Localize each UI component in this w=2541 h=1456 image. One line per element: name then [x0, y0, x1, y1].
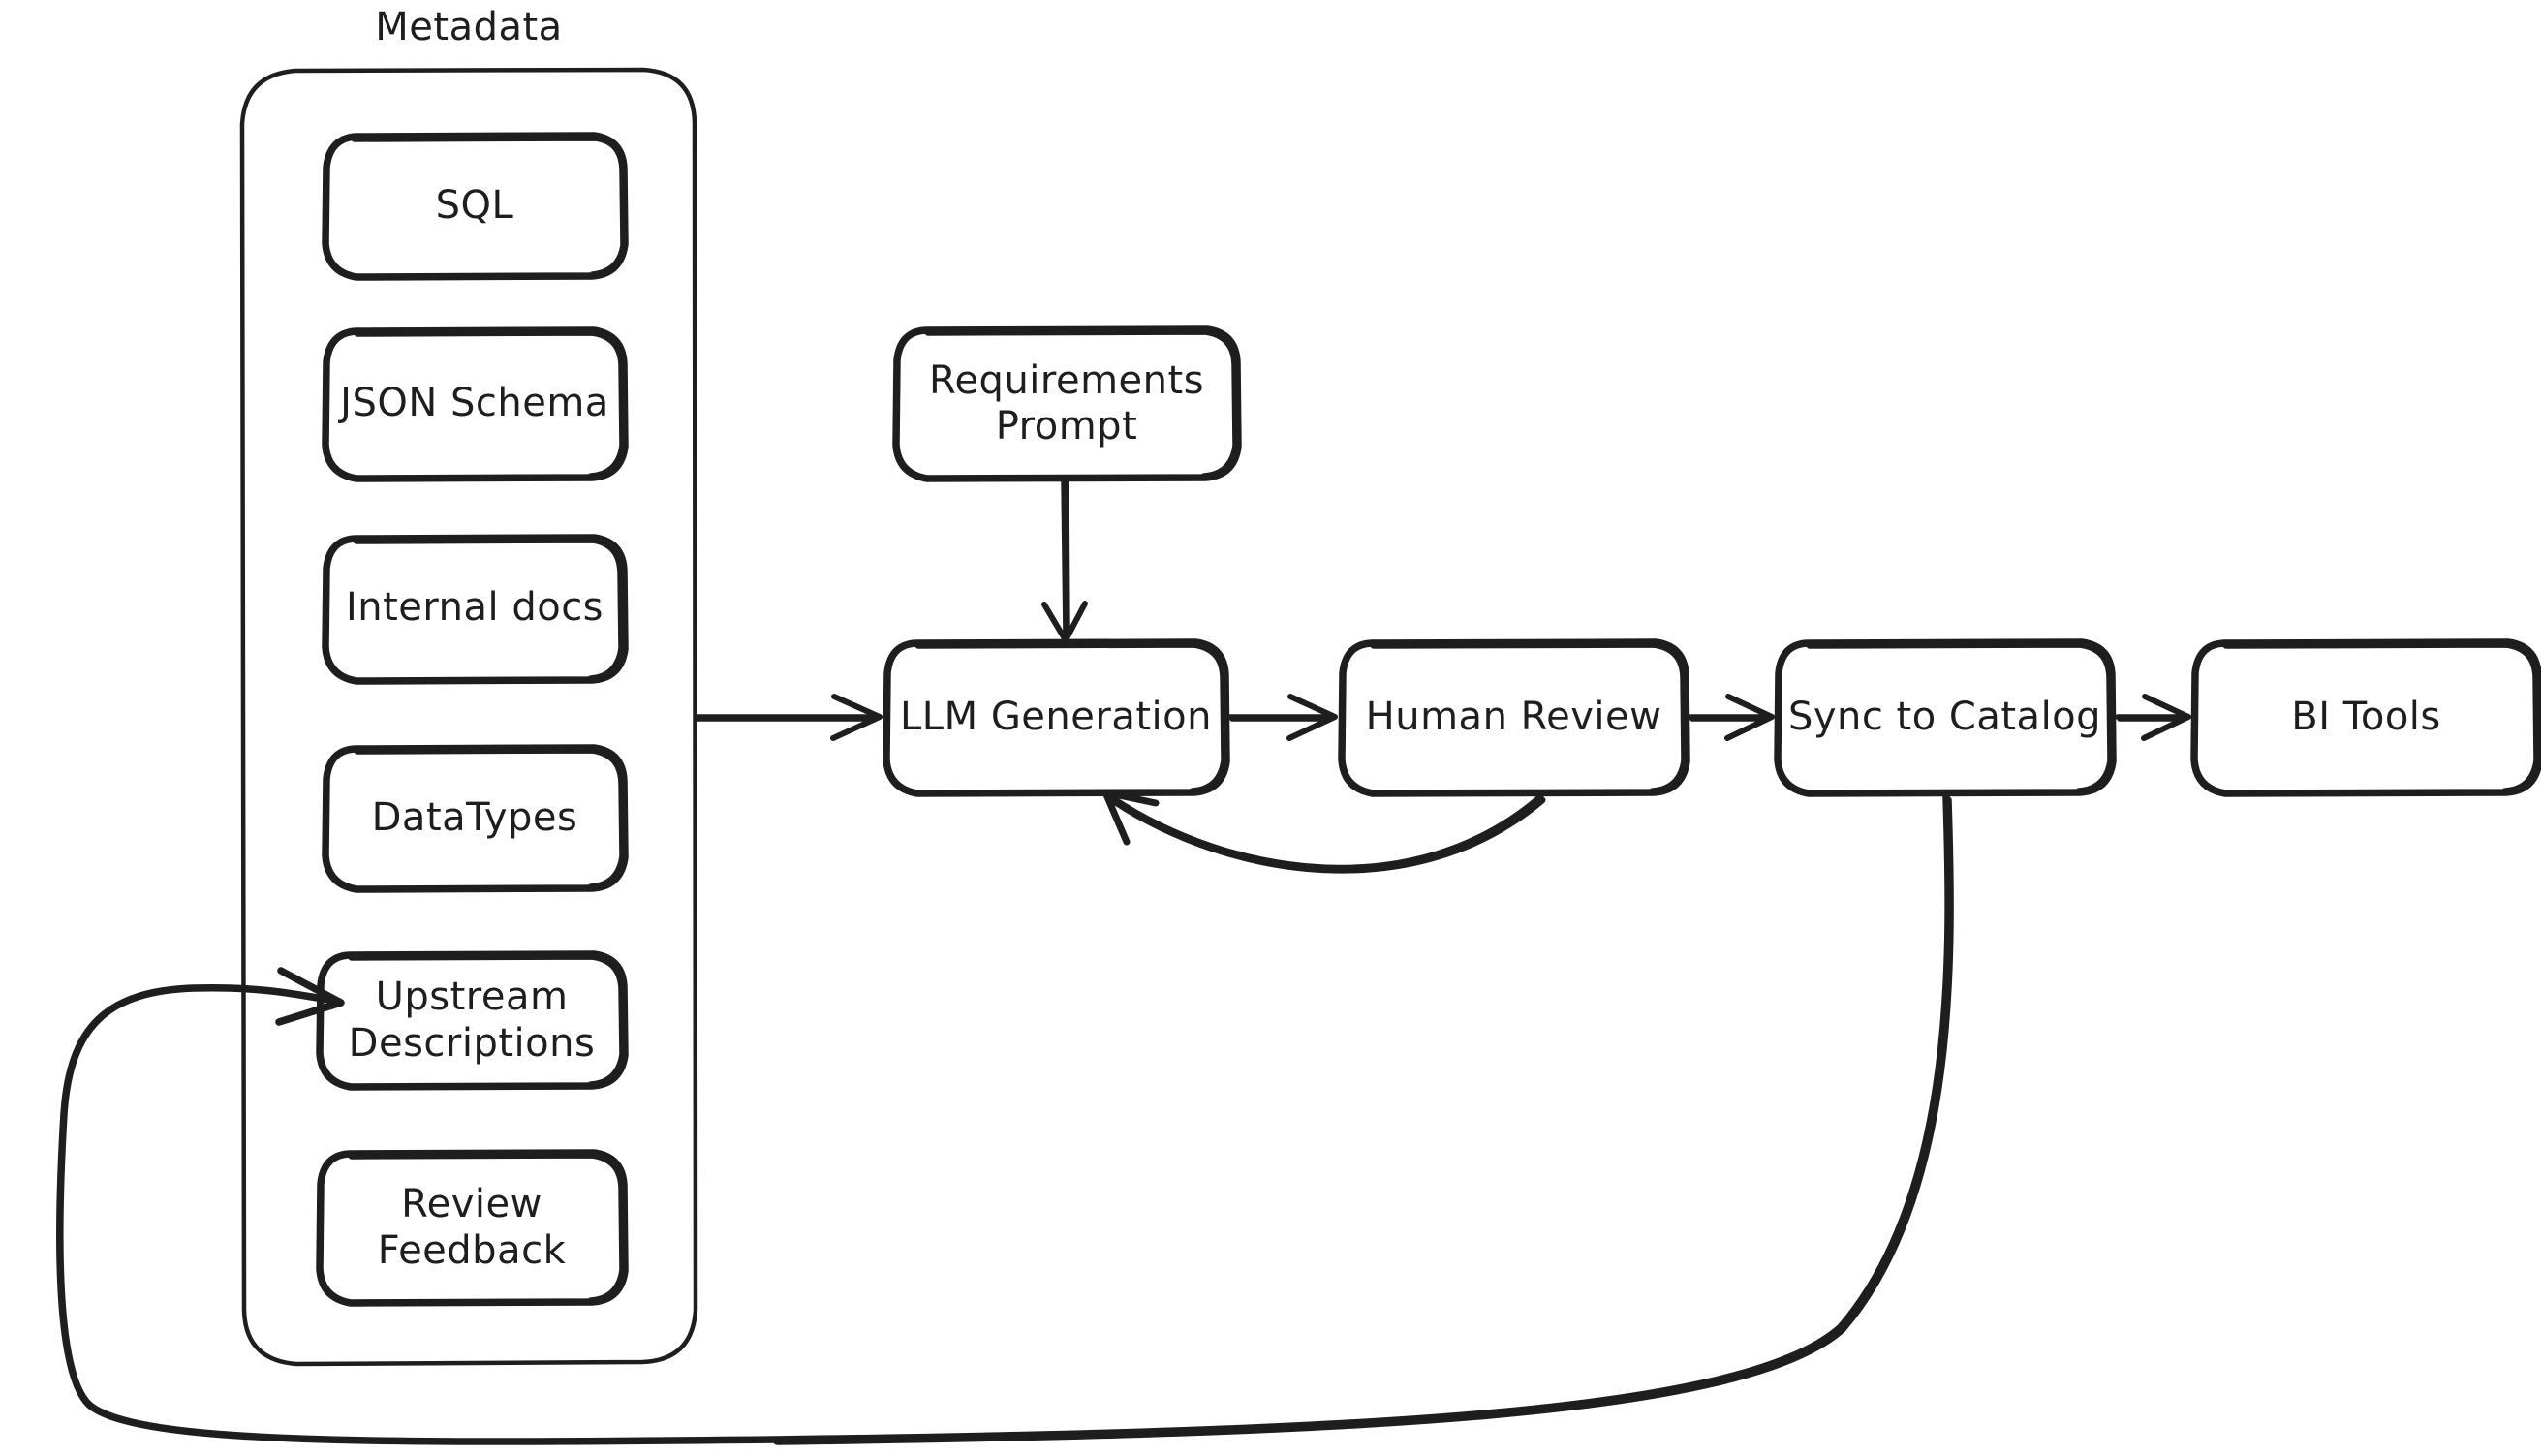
flow-node-llm-generation-shape[interactable] [886, 642, 1225, 792]
connector-requirements-to-llm [1041, 479, 1088, 643]
metadata-item-sql-shape[interactable] [325, 136, 624, 277]
connector-sync-to-bi [2115, 694, 2191, 741]
flow-node-outlines [883, 325, 2541, 797]
metadata-item-json-schema-shape[interactable] [325, 330, 624, 478]
metadata-item-outlines [316, 132, 629, 1307]
connector-llm-to-review [1227, 694, 1338, 741]
metadata-group-outline [239, 67, 698, 1367]
flow-node-bi-tools-shape[interactable] [2194, 642, 2538, 792]
metadata-item-data-types-shape[interactable] [325, 748, 624, 888]
connector-sync-back-to-upstream [56, 793, 1954, 1445]
flow-node-requirements-prompt-shape[interactable] [896, 329, 1237, 479]
connector-review-back-to-llm [1101, 789, 1546, 874]
metadata-item-upstream-descriptions-shape[interactable] [320, 954, 624, 1087]
connector-metadata-to-llm [693, 694, 883, 741]
metadata-item-review-feedback-shape[interactable] [320, 1153, 624, 1303]
flow-node-human-review-shape[interactable] [1342, 642, 1686, 792]
connector-lines [56, 479, 2191, 1445]
flow-node-sync-to-catalog-shape[interactable] [1778, 642, 2112, 792]
connector-review-to-sync [1688, 694, 1775, 741]
metadata-item-internal-docs-shape[interactable] [325, 538, 624, 679]
